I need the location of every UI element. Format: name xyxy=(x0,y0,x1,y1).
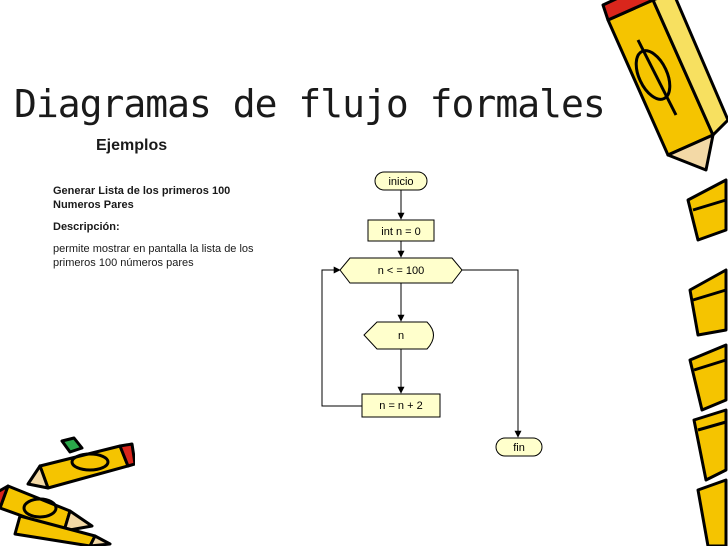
flow-start-terminal xyxy=(374,171,428,191)
flow-end-terminal xyxy=(495,437,543,457)
flow-init-process xyxy=(367,219,435,242)
description-label: Descripción: xyxy=(53,221,120,233)
pencil-cluster-icon xyxy=(0,436,135,546)
flow-increment-process xyxy=(361,393,441,418)
flow-end-label: fin xyxy=(513,442,525,454)
flow-condition-hexagon xyxy=(339,257,463,284)
slide-title: Diagramas de flujo formales xyxy=(14,82,606,126)
flow-init-label: int n = 0 xyxy=(381,226,420,238)
flow-condition-label: n < = 100 xyxy=(378,265,425,277)
connector-condition-end xyxy=(462,269,522,438)
description-heading: Generar Lista de los primeros 100 Numero… xyxy=(53,185,231,211)
connector-loop-back xyxy=(321,266,362,407)
flow-increment-label: n = n + 2 xyxy=(379,400,422,412)
flow-start-label: inicio xyxy=(388,176,413,188)
flow-output-display xyxy=(363,321,434,350)
description-panel: Generar Lista de los primeros 100 Numero… xyxy=(53,184,263,270)
slide-subtitle: Ejemplos xyxy=(96,137,168,154)
description-text: permite mostrar en pantalla la lista de … xyxy=(53,243,254,269)
flow-output-label: n xyxy=(398,330,404,342)
pencil-cluster-icon xyxy=(601,0,728,546)
